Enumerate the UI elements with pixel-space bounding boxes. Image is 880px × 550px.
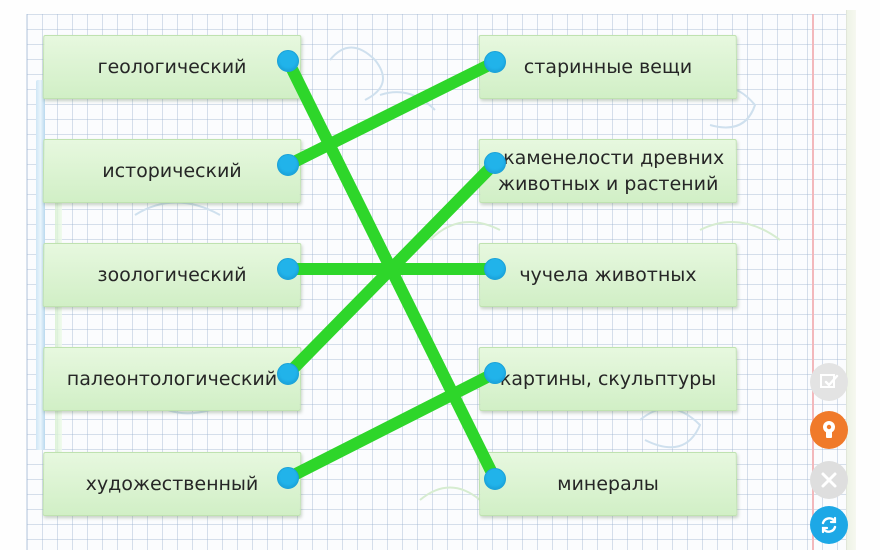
right-connector-dot[interactable] (484, 468, 506, 490)
left-card-zoological[interactable]: зоологический (42, 243, 302, 307)
check-answer-button[interactable] (810, 363, 848, 401)
right-connector-dot[interactable] (484, 362, 506, 384)
notebook-margin-line (812, 14, 814, 550)
right-connector-dot[interactable] (484, 152, 506, 174)
right-card-paintings-sculptures[interactable]: картины, скульптуры (478, 347, 738, 411)
check-icon (820, 374, 839, 388)
left-connector-dot[interactable] (277, 258, 299, 280)
left-card-paleontological[interactable]: палеонтологический (42, 347, 302, 411)
left-connector-dot[interactable] (277, 50, 299, 72)
left-connector-dot[interactable] (277, 363, 299, 385)
right-card-minerals[interactable]: минералы (478, 452, 738, 516)
pencil-decoration (36, 80, 45, 450)
close-button[interactable] (810, 461, 848, 499)
left-card-geological[interactable]: геологический (42, 35, 302, 99)
left-card-historical[interactable]: исторический (42, 139, 302, 203)
hint-button[interactable] (810, 411, 848, 449)
right-card-antiques[interactable]: старинные вещи (478, 35, 738, 99)
refresh-button[interactable] (810, 506, 848, 544)
notebook-edge (846, 10, 856, 550)
left-connector-dot[interactable] (277, 154, 299, 176)
pencil-decoration-green (55, 150, 62, 480)
left-connector-dot[interactable] (277, 467, 299, 489)
hint-lock-icon (823, 421, 835, 438)
refresh-icon (821, 516, 837, 534)
right-card-fossils[interactable]: окаменелости древних животных и растений (478, 139, 738, 203)
right-connector-dot[interactable] (484, 51, 506, 73)
right-connector-dot[interactable] (484, 258, 506, 280)
close-icon (821, 472, 837, 488)
right-card-stuffed-animals[interactable]: чучела животных (478, 243, 738, 307)
left-card-artistic[interactable]: художественный (42, 452, 302, 516)
